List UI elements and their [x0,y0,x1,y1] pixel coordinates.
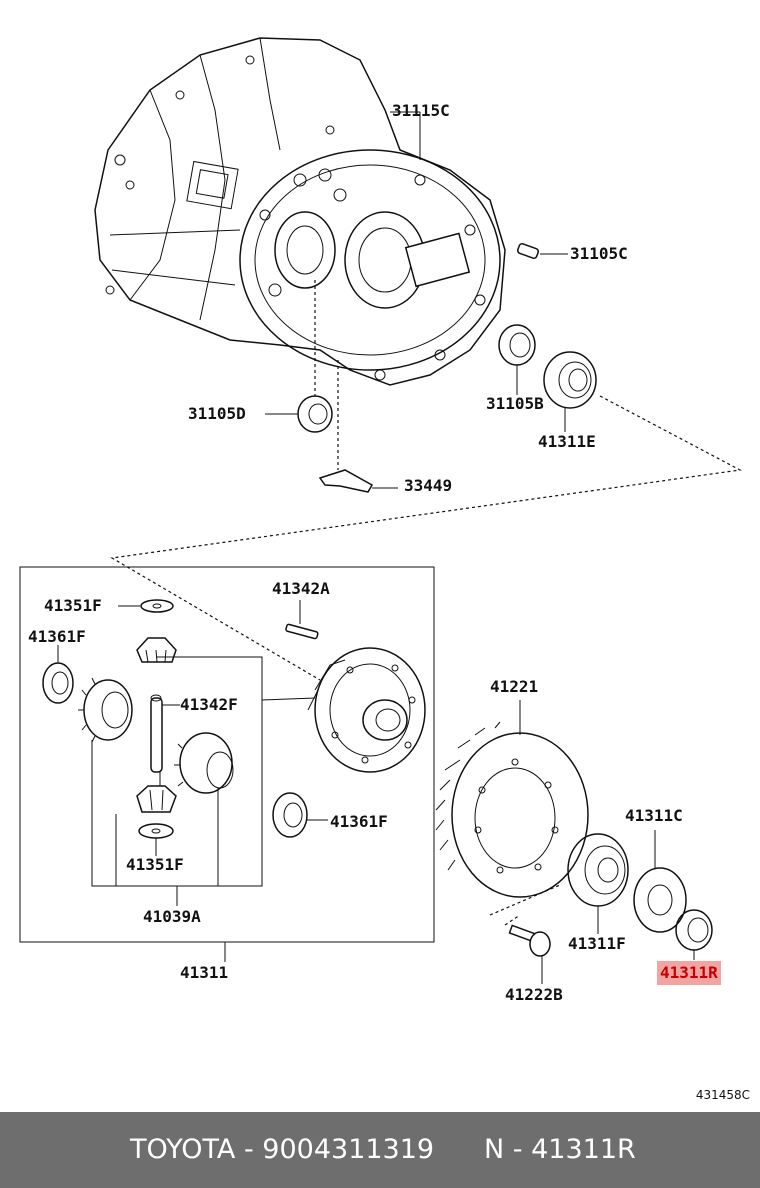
assembly-box-41311 [19,566,435,943]
footer-brand-part-number: TOYOTA - 9004311319 [130,1134,435,1165]
bolt-41222b[interactable] [508,924,551,957]
illustration-code: 431458C [695,1088,750,1102]
footer-reference-number: N - 41311R [484,1134,636,1165]
ring-gear-41221[interactable] [435,721,589,898]
label-41311f[interactable]: 41311F [568,934,626,953]
bearing-41311f[interactable] [567,833,629,907]
pin-41342a[interactable] [285,623,319,640]
label-41311[interactable]: 41311 [180,963,229,982]
label-41222b[interactable]: 41222B [505,985,563,1004]
label-41311r-highlighted[interactable]: 41311R [657,961,721,985]
label-31105b[interactable]: 31105B [486,394,544,413]
label-31105d[interactable]: 31105D [188,404,246,423]
transmission-housing-31115c[interactable] [94,37,506,386]
footer-bar: TOYOTA - 9004311319 N - 41311R [0,1112,760,1188]
differential-case[interactable] [307,647,426,773]
label-33449[interactable]: 33449 [404,476,453,495]
label-41342f[interactable]: 41342F [180,695,238,714]
thrust-washer-41361f-right[interactable] [272,792,308,838]
plate-33449[interactable] [318,469,374,493]
washer-41351f-bottom[interactable] [138,823,174,839]
oil-seal-31105b[interactable] [498,324,536,366]
pin-31105c[interactable] [516,242,540,260]
label-41221[interactable]: 41221 [490,677,539,696]
washer-41351f-top[interactable] [140,599,174,613]
label-41351f-bottom[interactable]: 41351F [126,855,184,874]
pinion-gear-top[interactable] [136,637,177,663]
label-41361f-left[interactable]: 41361F [28,627,86,646]
oil-seal-31105d[interactable] [297,395,333,433]
pinion-gear-bottom[interactable] [136,785,177,813]
exploded-diagram [19,37,742,984]
label-41311e[interactable]: 41311E [538,432,596,451]
label-41039a[interactable]: 41039A [143,907,201,926]
label-41342a[interactable]: 41342A [272,579,330,598]
side-gear-right[interactable] [174,732,234,794]
bearing-41311e[interactable] [543,351,597,409]
bearing-race-41311r[interactable] [675,909,713,951]
thrust-washer-41361f-left[interactable] [42,662,74,704]
side-gear-left[interactable] [78,677,133,743]
label-41311c[interactable]: 41311C [625,806,683,825]
label-31115c[interactable]: 31115C [392,101,450,120]
shim-41311c[interactable] [633,867,687,933]
pinion-shaft-41342f[interactable] [150,694,163,773]
label-31105c[interactable]: 31105C [570,244,628,263]
label-41361f-right[interactable]: 41361F [330,812,388,831]
label-41351f-top[interactable]: 41351F [44,596,102,615]
